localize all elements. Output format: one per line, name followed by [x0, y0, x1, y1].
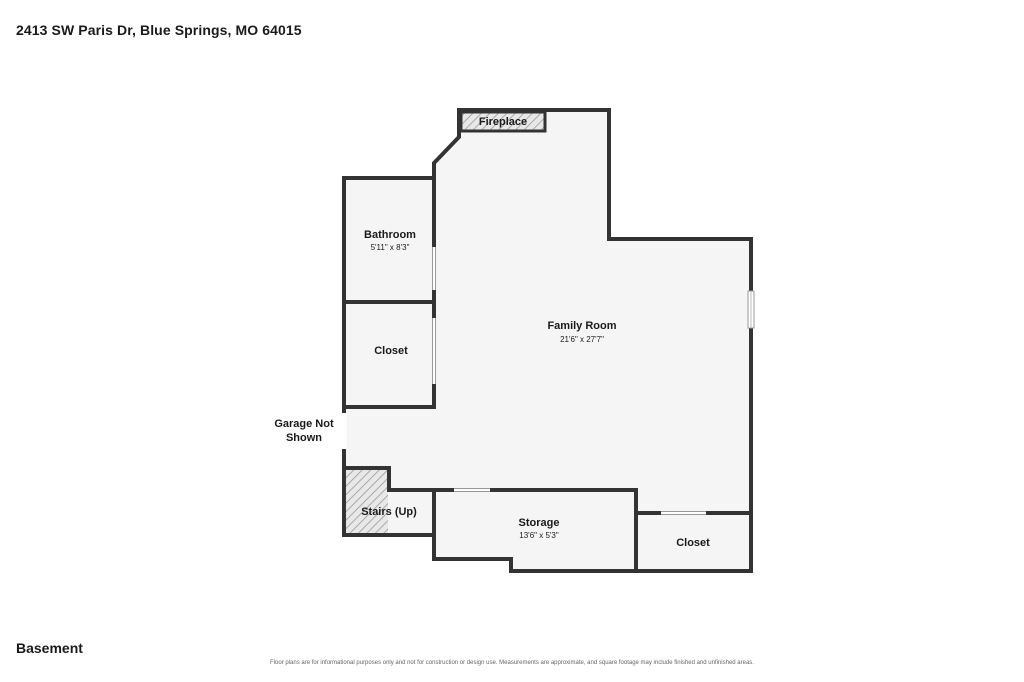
- floor-area: [344, 110, 751, 571]
- closet-left-label: Closet: [374, 345, 408, 357]
- stairs-wall: [344, 466, 434, 492]
- property-address: 2413 SW Paris Dr, Blue Springs, MO 64015: [16, 22, 302, 38]
- fireplace-label: Fireplace: [479, 116, 527, 128]
- closet-right-label: Closet: [676, 537, 710, 549]
- family-room-dimensions: 21'6" x 27'7": [560, 335, 604, 344]
- storage-wall: [434, 488, 638, 571]
- floor-level-label: Basement: [16, 640, 83, 656]
- fireplace-hearth: [459, 110, 547, 133]
- bathroom-label: Bathroom: [364, 229, 416, 241]
- stairs-hatch: [346, 468, 388, 533]
- garage-label-line2: Shown: [286, 432, 322, 444]
- stairs-label: Stairs (Up): [361, 506, 417, 518]
- garage-label-line1: Garage Not: [274, 418, 334, 430]
- storage-label: Storage: [519, 517, 560, 529]
- disclaimer-text: Floor plans are for informational purpos…: [270, 660, 754, 666]
- bathroom-dimensions: 5'11" x 8'3": [371, 243, 410, 252]
- storage-dimensions: 13'6" x 5'3": [519, 531, 559, 540]
- family-room-label: Family Room: [547, 320, 616, 332]
